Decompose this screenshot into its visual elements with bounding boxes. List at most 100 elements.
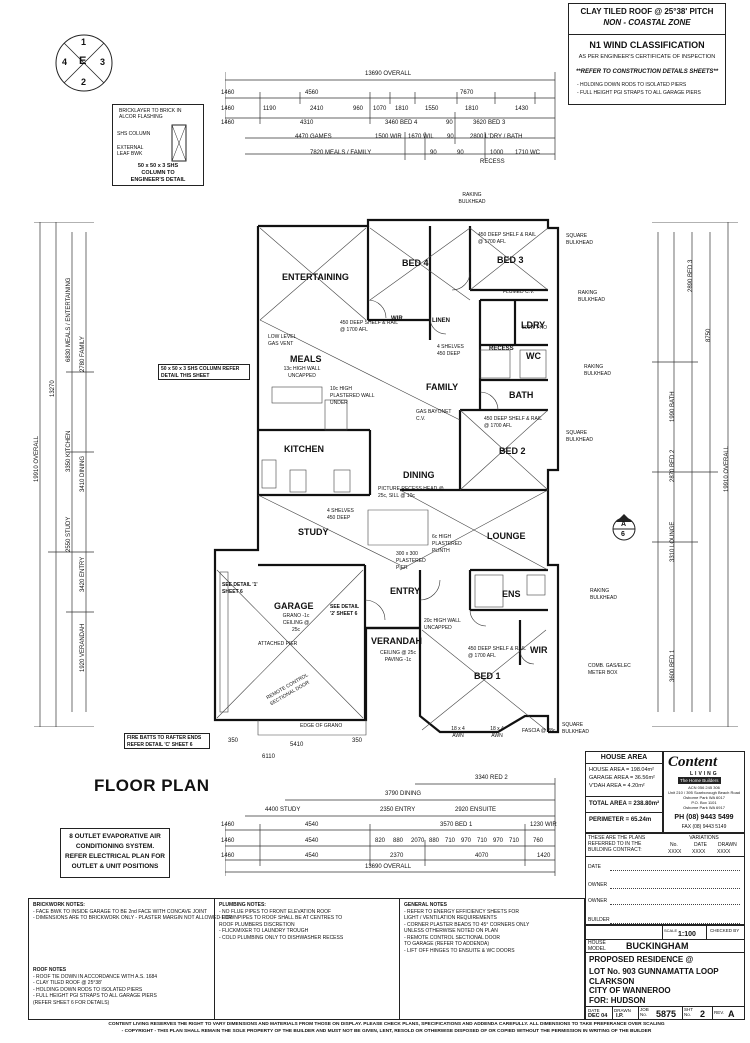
shelf-note: 450 DEEP SHELF & RAIL @ 1700 AFL bbox=[468, 646, 526, 659]
spec-item: - HOLDING DOWN RODS TO ISOLATED PIERS bbox=[577, 82, 687, 88]
dim: 4540 bbox=[305, 838, 319, 844]
room-recess: RECESS bbox=[489, 346, 514, 352]
dim: 1230 WIR bbox=[530, 822, 557, 828]
right-dimensions: 19910 OVERALL 8750 3310 LOUNGE 3600 BED … bbox=[648, 222, 743, 727]
dim: RECESS bbox=[480, 159, 505, 165]
wind-class: N1 WIND CLASSIFICATION bbox=[589, 40, 705, 50]
raking-bulkhead-2: RAKING BULKHEAD bbox=[578, 290, 605, 303]
compass-east: 3 bbox=[100, 57, 106, 67]
compass-south: 2 bbox=[81, 77, 87, 87]
fascia: FASCIA @ 28c bbox=[522, 728, 556, 734]
shs-label: SHS COLUMN bbox=[117, 131, 151, 137]
meter-box: COMB. GAS/ELEC METER BOX bbox=[588, 663, 631, 676]
refer-note: **REFER TO CONSTRUCTION DETAILS SHEETS** bbox=[575, 69, 719, 75]
raking-bulkhead: RAKING BULKHEAD bbox=[458, 192, 486, 205]
col-spec: COLUMN TO bbox=[141, 170, 175, 176]
dim: 1460 bbox=[221, 822, 235, 828]
dim: 1810 bbox=[465, 106, 479, 112]
roof-notes: ROOF NOTES - ROOF TIE DOWN IN ACCORDANCE… bbox=[33, 967, 158, 1006]
dim: 3790 DINING bbox=[385, 791, 422, 797]
dim: 1460 bbox=[221, 853, 235, 859]
dim: 4560 bbox=[305, 90, 319, 96]
dim: 2920 ENSUITE bbox=[455, 807, 497, 813]
house-model: BUCKINGHAM bbox=[626, 941, 689, 951]
aircon-note: 8 OUTLET EVAPORATIVE AIR CONDITIONING SY… bbox=[60, 828, 170, 878]
dim: 1810 bbox=[395, 106, 409, 112]
attached-pier: ATTACHED PIER bbox=[258, 641, 298, 647]
brickwork-notes: BRICKWORK NOTES: - FACE BWK TO INSIDE GA… bbox=[33, 902, 233, 921]
dim: 1430 bbox=[515, 106, 529, 112]
room-wc: WC bbox=[526, 351, 541, 361]
room-verandah: VERANDAH bbox=[371, 636, 423, 646]
detail-ref: SEE DETAIL '2' SHEET 6 bbox=[330, 604, 359, 617]
company-fax: FAX (08) 9443 5149 bbox=[681, 824, 727, 830]
compass-west: 4 bbox=[62, 57, 68, 67]
vdah-area: V'DAH AREA = 4.20m² bbox=[589, 783, 645, 789]
ens-wall: 20c HIGH WALL UNCAPPED bbox=[424, 618, 461, 631]
dim-garage: 5410 bbox=[290, 742, 304, 748]
dim: 1460 bbox=[221, 120, 235, 126]
compass-north: 1 bbox=[81, 37, 87, 47]
meals-wall: 13c HIGH WALL UNCAPPED bbox=[283, 366, 321, 379]
job-number: 5875 bbox=[656, 1009, 677, 1019]
company-block: Content LIVING The Home Builders ACN 056… bbox=[663, 751, 745, 833]
dim-overall-bottom: 13690 OVERALL bbox=[365, 864, 412, 870]
dim: 970 bbox=[461, 838, 472, 844]
garage-area: GARAGE AREA = 36.56m² bbox=[589, 775, 655, 781]
bricklayer-detail: BRICKLAYER TO BRICK IN ALCOR FLASHING SH… bbox=[112, 104, 204, 186]
left-dimensions: 19910 OVERALL 13270 6830 MEALS / ENTERTA… bbox=[28, 222, 98, 727]
ext-label: EXTERNAL LEAF BWK bbox=[117, 145, 144, 157]
room-dining: DINING bbox=[403, 470, 435, 480]
top-dimensions: 13690 OVERALL 1460 4560 7670 1460 1190 2… bbox=[221, 68, 565, 173]
dim: 1070 bbox=[373, 106, 387, 112]
dim: 710 bbox=[477, 838, 488, 844]
section-marker: A 6 bbox=[612, 514, 636, 542]
shelves-note: 4 SHELVES 450 DEEP bbox=[437, 344, 464, 357]
spec-box: CLAY TILED ROOF @ 25°38' PITCH NON - COA… bbox=[568, 3, 726, 105]
floor-plan-walls bbox=[213, 218, 560, 736]
square-bulkhead-3: SQUARE BULKHEAD bbox=[562, 722, 589, 735]
room-meals: MEALS bbox=[290, 354, 322, 364]
compass-icon bbox=[55, 34, 113, 92]
zone-spec: NON - COASTAL ZONE bbox=[603, 18, 691, 27]
footer: CONTENT LIVING RESERVES THE RIGHT TO VAR… bbox=[28, 1021, 745, 1041]
dim: 4540 bbox=[305, 853, 319, 859]
dim: 4070 bbox=[475, 853, 489, 859]
section-sheet: 6 bbox=[621, 531, 625, 538]
room-ldry: LDRY bbox=[521, 320, 546, 330]
col-spec: 50 x 50 x 3 SHS bbox=[137, 163, 179, 169]
house-area-box: HOUSE AREA HOUSE AREA = 198.04m² GARAGE … bbox=[585, 751, 663, 833]
shelf-note: 450 DEEP SHELF & RAIL @ 1700 AFL bbox=[484, 416, 542, 429]
company-phone: PH (08) 9443 5499 bbox=[674, 814, 734, 821]
dim: 1670 WIL bbox=[408, 134, 434, 140]
room-ens: ENS bbox=[502, 589, 521, 599]
total-area: TOTAL AREA = 238.80m² bbox=[589, 801, 660, 807]
dim: 1000 bbox=[490, 150, 504, 156]
dim: 90 bbox=[446, 120, 453, 126]
edge-grano: EDGE OF GRANO bbox=[300, 723, 343, 729]
dim: 4470 GAMES bbox=[295, 134, 332, 140]
dim: 880 bbox=[429, 838, 440, 844]
room-study: STUDY bbox=[298, 527, 329, 537]
picture-recess: PICTURE RECESS HEAD @ 25c, SILL @ 10c bbox=[378, 486, 444, 499]
room-family: FAMILY bbox=[426, 382, 459, 392]
company-logo: Content bbox=[668, 754, 718, 770]
dim: 2410 bbox=[310, 106, 324, 112]
section-letter: A bbox=[621, 521, 627, 528]
square-bulkhead: SQUARE BULKHEAD bbox=[566, 233, 593, 246]
dim: 7820 MEALS / FAMILY bbox=[310, 150, 372, 156]
wind-sub: AS PER ENGINEER'S CERTIFICATE OF INSPECT… bbox=[578, 54, 716, 60]
dim: 2370 bbox=[390, 853, 404, 859]
dim: 1460 bbox=[221, 90, 235, 96]
dim-garage: 350 bbox=[352, 738, 363, 744]
room-bed3: BED 3 bbox=[497, 255, 524, 265]
verandah-ceiling: CEILING @ 25c PAVING -1c bbox=[380, 650, 416, 663]
compass: 1 2 4 3 E bbox=[54, 33, 114, 93]
perimeter: PERIMETER = 65.24m bbox=[589, 817, 652, 823]
raking-bulkhead-4: RAKING BULKHEAD bbox=[590, 588, 617, 601]
bottom-dimensions: 3340 RED 2 3790 DINING 4400 STUDY 2350 E… bbox=[221, 768, 585, 878]
garage-ceiling: GRANO -1c CEILING @ 25c bbox=[282, 613, 310, 633]
floor-plan: ENTERTAINING BED 4 BED 3 MEALS FAMILY LI… bbox=[124, 192, 636, 760]
dim: 3340 RED 2 bbox=[475, 775, 508, 781]
dim: 1710 WC bbox=[515, 150, 541, 156]
